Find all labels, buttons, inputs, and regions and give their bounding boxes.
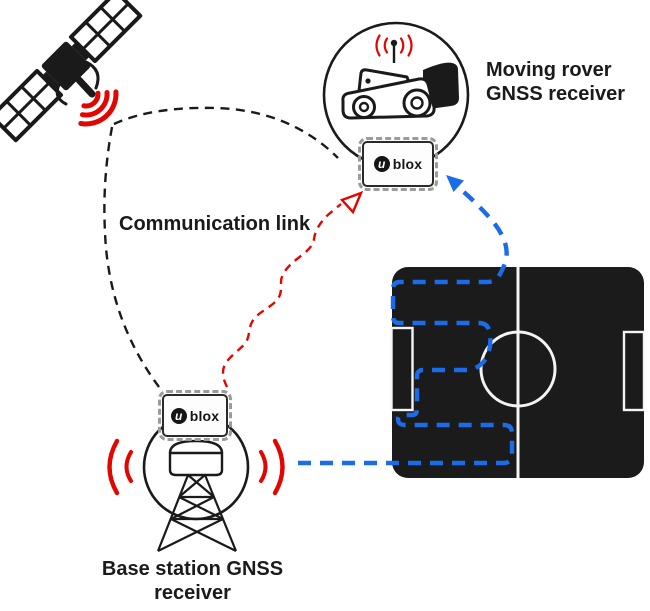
mower-cab-dot xyxy=(365,78,371,84)
base-gnss-module: u blox xyxy=(157,389,233,442)
base-station-label-line2: receiver xyxy=(154,582,231,604)
base-station-label: Base station GNSS receiver xyxy=(75,557,310,605)
ublox-logo-text: blox xyxy=(392,156,423,172)
base-antenna-icon xyxy=(156,439,238,552)
mower-front-hub xyxy=(358,101,370,113)
satellite-to-base-dashed-line xyxy=(103,126,160,388)
satellite-signal-waves-icon xyxy=(78,89,119,127)
satellite-panel-grid-right xyxy=(81,2,130,51)
satellite-to-rover-dashed-line xyxy=(113,106,339,159)
rover-antenna-waves-icon xyxy=(375,34,413,57)
ublox-logo-text: blox xyxy=(189,407,220,424)
satellite-antenna-arm-right xyxy=(84,60,100,90)
mower-antenna-tip xyxy=(390,39,398,47)
satellite-icon xyxy=(0,0,143,143)
red-open-arrowhead-icon xyxy=(339,190,364,215)
base-signal-waves-left-icon xyxy=(107,438,133,496)
moving-rover-label-line1: Moving rover xyxy=(486,59,612,81)
field-goal-box-right xyxy=(622,330,646,412)
lattice-tower xyxy=(156,474,238,552)
moving-rover-label: Moving rover GNSS receiver xyxy=(486,58,625,106)
mowing-path-blue-dashed xyxy=(298,186,515,466)
ublox-logo-icon: u xyxy=(373,156,390,172)
mower-rear-hub xyxy=(410,96,424,110)
football-field-map xyxy=(390,267,646,478)
blue-arrowhead-icon xyxy=(446,175,464,192)
ublox-logo-icon: u xyxy=(170,407,187,424)
base-to-rover-red-dashed-link xyxy=(221,203,342,388)
base-signal-waves-right-icon xyxy=(259,438,285,496)
moving-rover-label-line2: GNSS receiver xyxy=(486,83,625,105)
antenna-dome-cap xyxy=(168,439,224,454)
satellite-body-notch-right xyxy=(71,41,91,61)
satellite-panel-grid-left xyxy=(2,81,51,130)
field-center-circle xyxy=(479,330,557,408)
satellite-body-notch-left xyxy=(41,71,61,91)
field-goal-box-left xyxy=(390,326,414,412)
rover-mower-icon xyxy=(341,34,459,120)
satellite-feed-bar xyxy=(75,76,96,98)
satellite-antenna-arm-left xyxy=(55,76,68,106)
antenna-dome-base xyxy=(168,451,224,477)
base-station-label-line1: Base station GNSS xyxy=(101,558,284,580)
communication-link-label: Communication link xyxy=(119,213,311,235)
rover-gnss-module: u blox xyxy=(357,136,439,192)
